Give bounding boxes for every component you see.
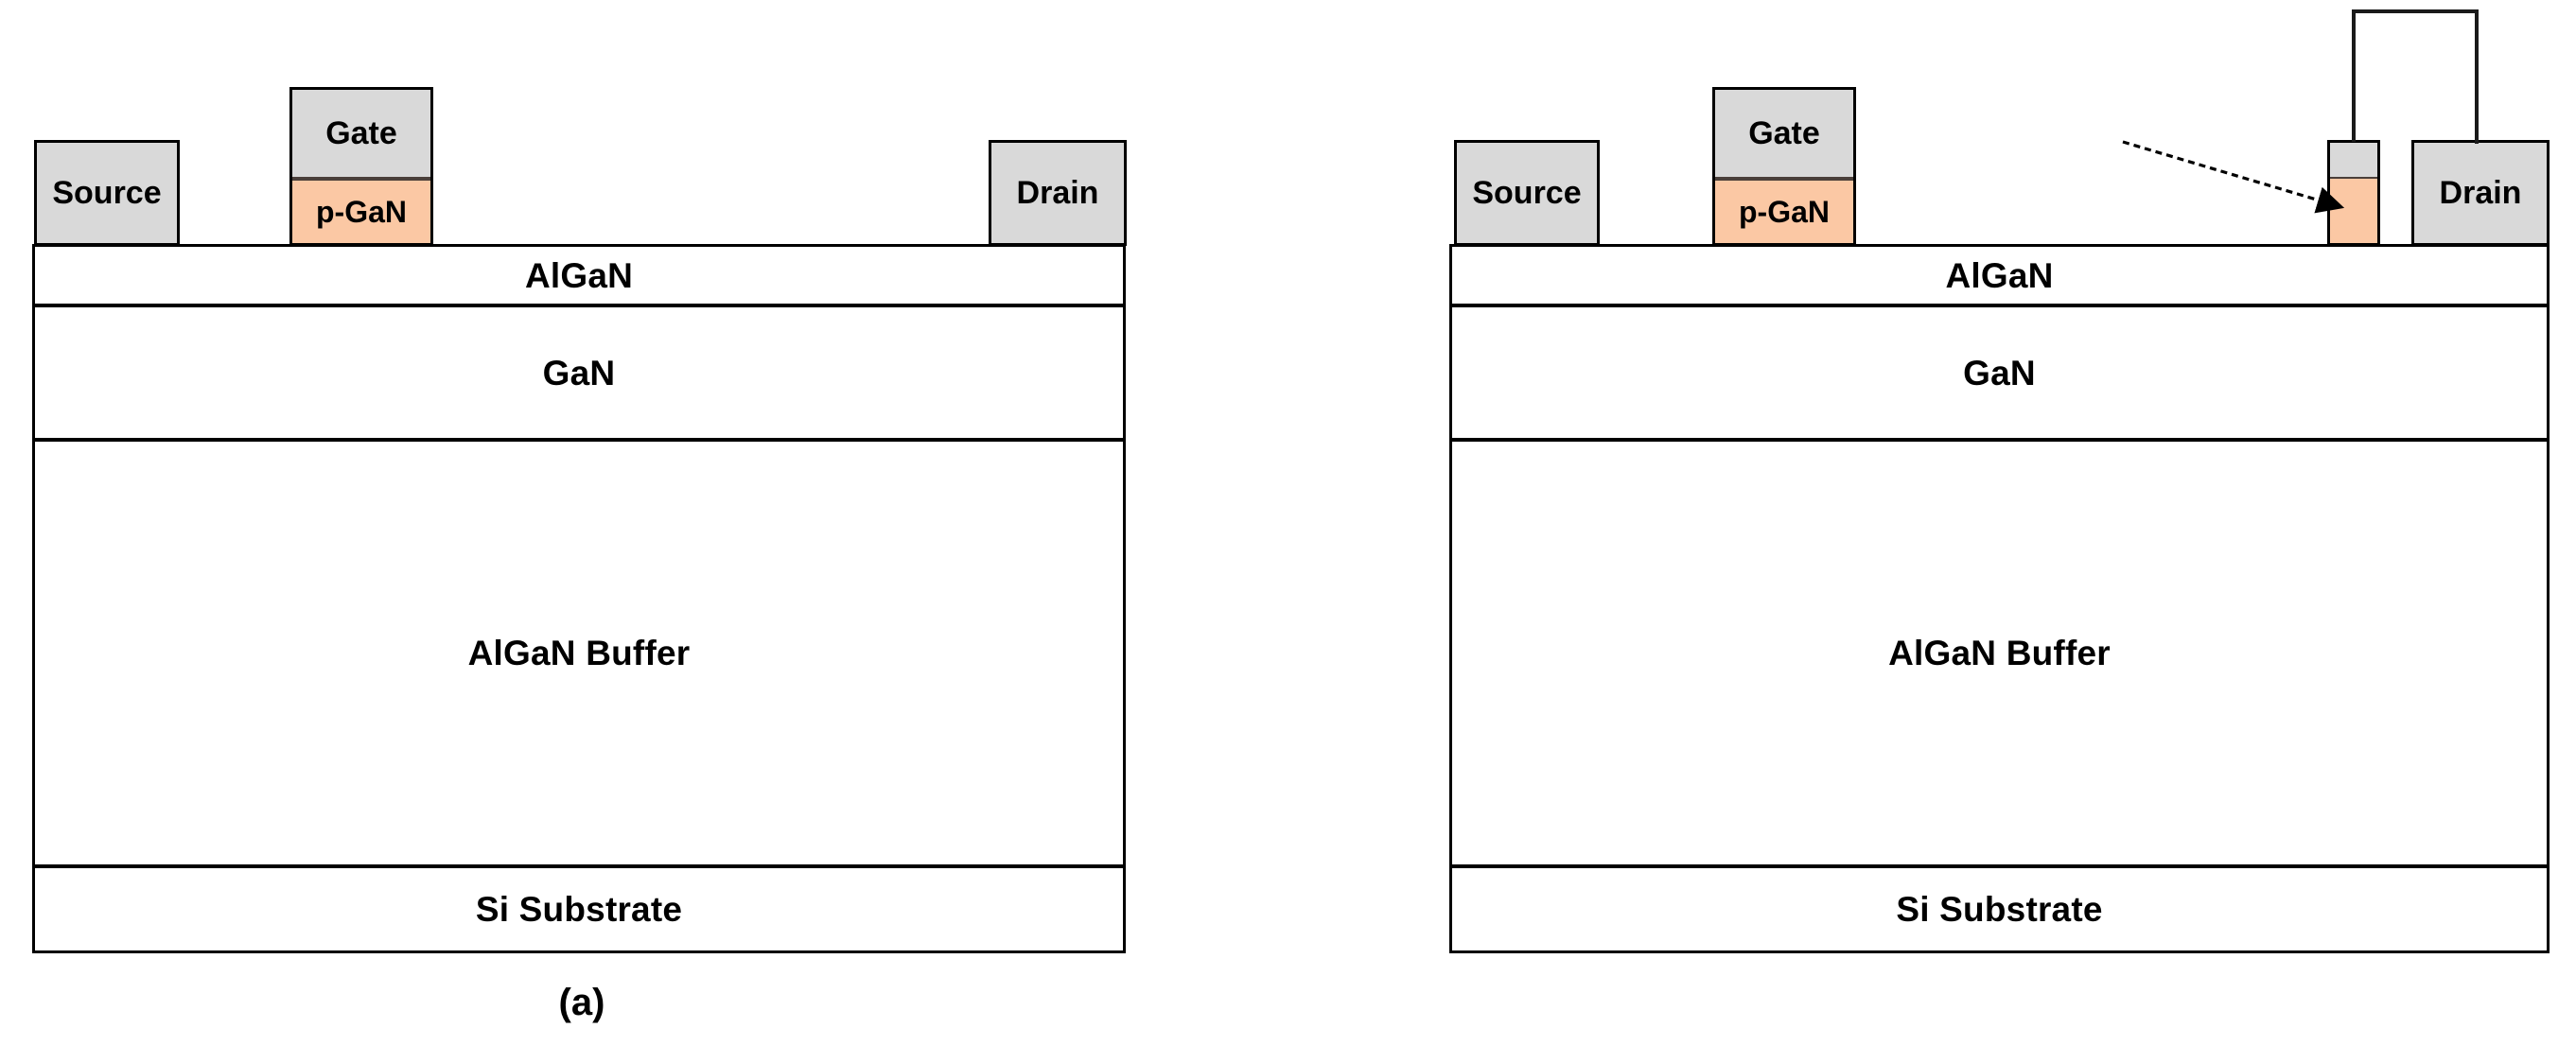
layer-buffer-label-a: AlGaN Buffer (467, 634, 691, 672)
gate-metal-a: Gate (292, 90, 430, 181)
layer-substrate-b: Si Substrate (1449, 865, 2550, 953)
layer-algan-label-b: AlGaN (1945, 255, 2054, 295)
caption-a: (a) (558, 982, 605, 1023)
electrode-drain-label-b: Drain (2439, 175, 2522, 211)
electrode-drain-label-a: Drain (1016, 175, 1099, 211)
layer-gan-label-a: GaN (542, 353, 616, 392)
panel-b: AlGaN GaN AlGaN Buffer Si Substrate Sour… (1287, 0, 2576, 1046)
gate-pgan-b: p-GaN (1715, 181, 1853, 243)
gate-stack-b[interactable]: Gate p-GaN (1712, 87, 1856, 246)
gate-metal-label-b: Gate (1748, 115, 1820, 151)
gate-pgan-a: p-GaN (292, 181, 430, 243)
electrode-source-label-b: Source (1472, 175, 1582, 211)
electrode-source-label-a: Source (52, 175, 162, 211)
layer-algan-label-a: AlGaN (524, 255, 634, 295)
gate-metal-label-a: Gate (325, 115, 397, 151)
electrode-drain-b[interactable]: Drain (2411, 140, 2550, 246)
pillar-pgan-b (2330, 179, 2377, 243)
layer-substrate-label-a: Si Substrate (475, 890, 683, 929)
layer-buffer-label-b: AlGaN Buffer (1888, 634, 2111, 672)
layer-buffer-a: AlGaN Buffer (32, 439, 1126, 867)
electrode-source-a[interactable]: Source (34, 140, 180, 246)
layer-gan-b: GaN (1449, 305, 2550, 441)
gate-metal-b: Gate (1715, 90, 1853, 181)
layer-gan-label-b: GaN (1963, 353, 2036, 392)
panel-a: AlGaN GaN AlGaN Buffer Si Substrate Sour… (0, 0, 1287, 1046)
electrode-drain-a[interactable]: Drain (989, 140, 1127, 246)
electrode-source-b[interactable]: Source (1454, 140, 1600, 246)
layer-substrate-label-b: Si Substrate (1896, 890, 2103, 929)
layer-algan-b: AlGaN (1449, 244, 2550, 306)
layer-algan-a: AlGaN (32, 244, 1126, 306)
gate-stack-a[interactable]: Gate p-GaN (289, 87, 433, 246)
pgan-field-plate-pillar-b[interactable] (2327, 140, 2380, 246)
pillar-metal-b (2330, 143, 2377, 181)
gate-pgan-label-b: p-GaN (1739, 195, 1830, 229)
layer-buffer-b: AlGaN Buffer (1449, 439, 2550, 867)
layer-gan-a: GaN (32, 305, 1126, 441)
layer-substrate-a: Si Substrate (32, 865, 1126, 953)
gate-pgan-label-a: p-GaN (316, 195, 407, 229)
